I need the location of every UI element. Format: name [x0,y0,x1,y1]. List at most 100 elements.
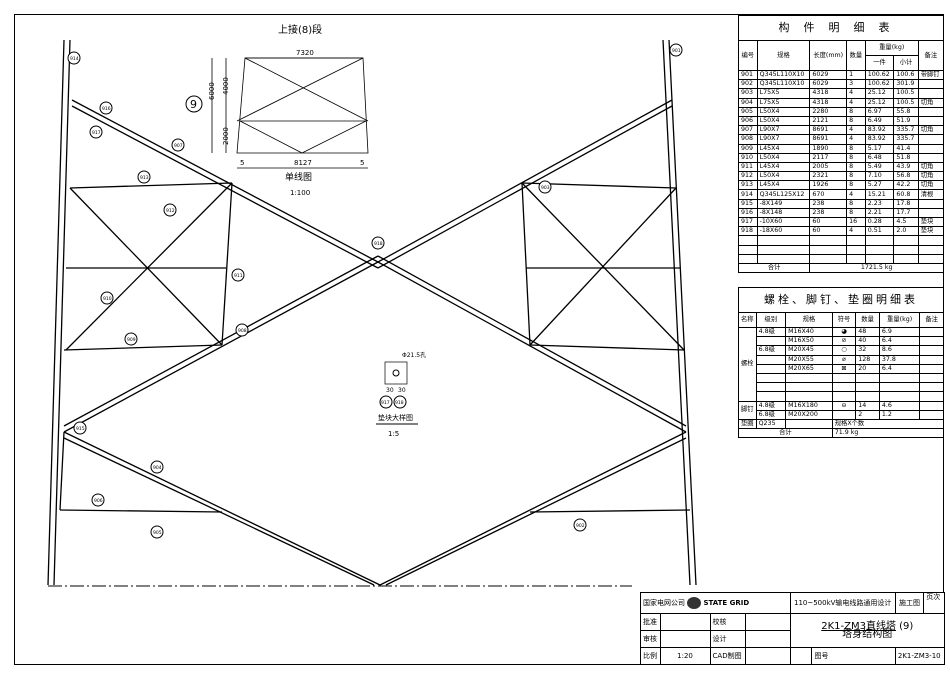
table-cell: 670 [809,189,848,200]
grade-cell: 4.8级 [755,400,787,411]
table-cell: Q345L110X10 [756,69,811,81]
left-leg [47,39,65,586]
table-cell: 60 [809,226,848,237]
table-cell: 17.8 [893,198,919,209]
table-cell: 918 [738,226,758,237]
table-cell: 6029 [809,69,848,81]
blank-row [738,253,945,264]
table-cell: 917 [738,216,758,228]
spec-cell: M20X65 [785,363,833,374]
table-cell: 2121 [809,115,848,127]
table-cell: 切角 [917,125,945,136]
table-cell: 4 [846,189,866,200]
table-cell: 8 [846,198,866,209]
table-cell: L50X4 [756,152,811,163]
table-cell [917,198,945,209]
right-leg [662,39,691,586]
table-cell: 清根 [917,189,945,200]
bolt-symbol-icon: ⌀ [831,354,857,365]
parts-total: 1721.5 kg [809,262,944,274]
table-cell: -8X148 [756,207,811,219]
approve-label: 批准 [640,613,661,631]
table-cell: 25.12 [864,88,895,99]
edge-mark: 5 [360,159,364,167]
table-cell: 301.9 [893,79,919,90]
callout: 908 [238,328,247,334]
table-cell: 100.62 [864,69,895,81]
cad-label: CAD制图 [709,647,746,665]
table-cell: L45X4 [756,161,811,173]
edge-mark: 5 [240,159,244,167]
grade-cell [755,354,787,365]
col-qty: 数量 [846,40,866,71]
table-cell: 41.4 [893,143,919,154]
check-label: 校核 [709,613,746,631]
table-cell: 1 [846,69,866,81]
drawing-no: 2K1-ZM3-10 [894,647,946,665]
callout: 904 [153,465,162,471]
table-cell [917,88,945,99]
table-cell: 0.51 [864,226,895,237]
table-cell: 8 [846,207,866,219]
dim-bottom: 8127 [294,159,312,167]
schematic-labels: 上接(8)段 7320 8127 5 5 9 6000 4000 2000 单线… [185,23,364,197]
drawing-no-label: 图号 [811,647,896,665]
table-cell: L50X4 [756,106,811,117]
row-group-step: 脚钉 [738,400,757,420]
table-cell: 42.2 [893,180,919,191]
table-cell: 4318 [809,88,848,99]
table-cell: 913 [738,180,758,191]
callout: 915 [76,426,85,432]
detail-scale: 1:5 [388,430,399,438]
table-cell: 4 [846,97,866,108]
project-name: 110~500kV输电线路通用设计 [789,592,896,614]
company-name: 国家电网公司 [643,599,685,607]
section-number: 9 [903,620,910,632]
dim-a: 30 [386,387,394,394]
review-label: 审核 [640,630,661,648]
parts-table: 构件明细表 编号 规格 长度(mm) 数量 重量(kg) 备注 一件 小计 90… [737,15,945,274]
table-cell: 901 [738,69,758,81]
callout: 903 [541,185,550,191]
title-block: 国家电网公司 STATE GRID 110~500kV输电线路通用设计 施工图 … [640,592,946,665]
qty-cell: 2 [855,409,880,420]
table-cell: 3 [846,79,866,90]
table-cell: 0.28 [864,216,895,228]
bolt-symbol-icon: ⊘ [831,336,857,347]
drawing-title: 2K1-ZM3直线塔 [821,620,896,632]
section-number: 9 [190,98,197,111]
bolt-symbol-icon: ○ [831,345,857,356]
table-cell: 4 [846,226,866,237]
table-cell: 8 [846,143,866,154]
table-cell: 912 [738,171,758,182]
table-cell: L75X5 [756,97,811,108]
callout: 914 [70,56,79,62]
table-cell: 2.21 [864,207,895,219]
table-cell: 8 [846,106,866,117]
table-cell: 906 [738,115,758,127]
table-cell: 切角 [917,171,945,182]
detail-label: 垫块大样图 [378,413,413,422]
table-cell: 2321 [809,171,848,182]
table-cell: 6.49 [864,115,895,127]
table-cell: 335.7 [893,134,919,145]
schematic-title: 上接(8)段 [278,23,322,36]
plate-detail: Φ21.5孔 30 30 917 918 垫块大样图 1:5 [376,351,426,438]
table-cell: 8 [846,152,866,163]
blank-row [738,235,945,246]
col-length: 长度(mm) [809,40,848,71]
spec-cell: M16X50 [785,336,833,347]
col-grade: 级别 [755,312,787,328]
